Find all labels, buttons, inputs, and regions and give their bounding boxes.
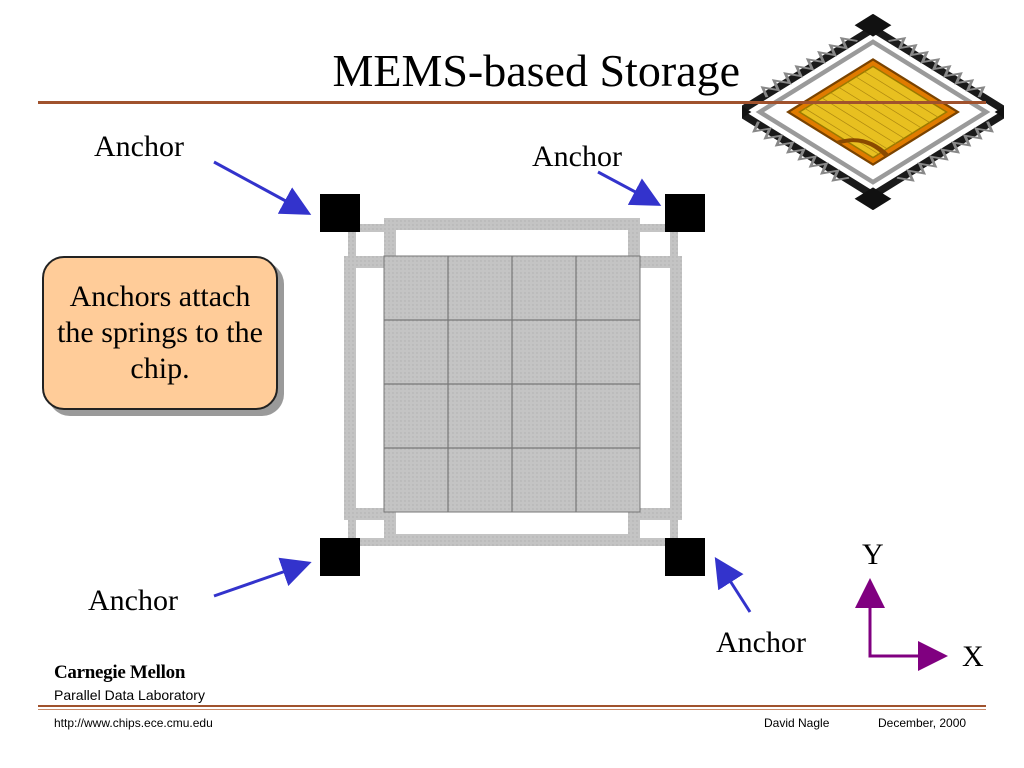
mems-structure-diagram [320, 194, 705, 576]
anchor-label-top-left: Anchor [94, 130, 184, 163]
mems-chip-image [742, 14, 1004, 210]
y-axis-label: Y [862, 538, 884, 571]
callout-text: Anchors attach the springs to the chip. [57, 280, 263, 385]
footer-url: http://www.chips.ece.cmu.edu [54, 716, 213, 730]
title-divider [38, 101, 986, 104]
anchor-block-top-right [665, 194, 705, 232]
footer-divider-thin [38, 709, 986, 710]
spring-frame [344, 218, 682, 546]
anchor-label-bottom-right: Anchor [716, 626, 806, 659]
anchor-label-bottom-left: Anchor [88, 584, 178, 617]
anchor-block-top-left [320, 194, 360, 232]
footer-author: David Nagle [764, 716, 830, 730]
slide-title: MEMS-based Storage [332, 45, 740, 96]
anchor-block-bottom-right [665, 538, 705, 576]
axes-lines [868, 590, 938, 658]
media-sled [383, 255, 641, 513]
arrow-top-right [597, 170, 662, 206]
arrow-top-left [213, 160, 312, 215]
arrow-bottom-left [213, 557, 312, 598]
callout-box: Anchors attach the springs to the chip. [42, 256, 278, 410]
lab-name: Parallel Data Laboratory [54, 687, 205, 703]
x-axis-label: X [962, 640, 984, 673]
footer-divider [38, 705, 986, 707]
footer-date: December, 2000 [878, 716, 967, 730]
anchor-block-bottom-left [320, 538, 360, 576]
arrow-bottom-right [714, 556, 752, 613]
org-logo-text: Carnegie Mellon [54, 662, 186, 683]
anchor-label-top-right: Anchor [532, 140, 622, 173]
